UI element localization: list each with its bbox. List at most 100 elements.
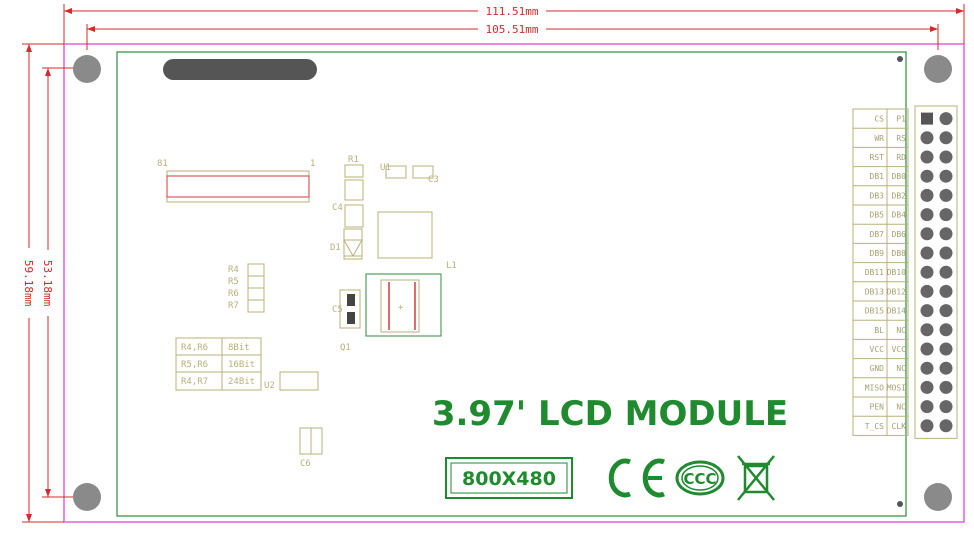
fpc-pin-1-label: 1: [310, 159, 315, 169]
pin: [939, 400, 953, 414]
silk-r5: R5: [228, 277, 239, 287]
pin-label-even: DB8: [892, 249, 907, 258]
svg-text:+: +: [398, 303, 404, 313]
res-table-value-3: R4,R7: [181, 377, 208, 387]
pin-label-even: CLK: [892, 422, 907, 431]
silk-r6: R6: [228, 289, 239, 299]
fpc-connector: 81 1: [157, 159, 315, 203]
dimension-outer-height: 59.18mm: [22, 43, 64, 523]
pin: [939, 246, 953, 260]
res-table-mode-3: 24Bit: [228, 377, 255, 387]
dimension-outer-width-label: 111.51mm: [486, 5, 539, 18]
dimension-inner-height: 53.18mm: [41, 67, 84, 498]
pin: [939, 323, 953, 337]
pin: [939, 361, 953, 375]
pin: [920, 361, 934, 375]
module-outline: [63, 43, 965, 523]
pin-label-even: P1: [896, 115, 906, 124]
pin-label-even: DB0: [892, 172, 907, 181]
pin-1-square: [921, 112, 933, 125]
pin: [920, 419, 934, 433]
pin-label-even: NC: [896, 326, 906, 335]
dimension-outer-height-label: 59.18mm: [22, 260, 35, 307]
pin-label-even: RS: [896, 134, 906, 143]
weee-bin-icon: [737, 455, 775, 501]
mount-hole-top-left: [73, 55, 101, 83]
pin: [939, 419, 953, 433]
pin-label-odd: DB5: [870, 211, 885, 220]
svg-text:CCC: CCC: [683, 470, 716, 488]
pin: [939, 304, 953, 318]
pin: [920, 323, 934, 337]
pin-label-odd: CS: [874, 115, 884, 124]
res-table-value-2: R5,R6: [181, 360, 208, 370]
pin: [920, 380, 934, 394]
res-table-mode-2: 16Bit: [228, 360, 255, 370]
pin-label-odd: VCC: [870, 345, 885, 354]
pin: [920, 150, 934, 164]
pin: [920, 188, 934, 202]
silk-q1: Q1: [340, 343, 351, 353]
pin-label-odd: WR: [874, 134, 884, 143]
mount-hole-bottom-right: [924, 483, 952, 511]
pin-label-odd: DB1: [870, 172, 885, 181]
res-table-mode-1: 8Bit: [228, 343, 250, 353]
resistor-config-table: 8Bit R4,R6 16Bit R5,R6 24Bit R4,R7: [175, 337, 262, 391]
pin: [939, 265, 953, 279]
components-cluster: [247, 164, 434, 455]
pin-label-even: DB12: [887, 287, 906, 296]
pin: [920, 227, 934, 241]
pin-header-outline: [914, 105, 958, 439]
pin-label-odd: PEN: [870, 403, 885, 412]
silk-c5: C5: [332, 305, 343, 315]
fiducial-bottom: [897, 501, 903, 507]
silk-d1: D1: [330, 243, 341, 253]
dimension-outer-width: 111.51mm: [63, 4, 965, 44]
pin-label-odd: MISO: [865, 383, 884, 392]
mount-hole-bottom-left: [73, 483, 101, 511]
pin-label-odd: DB3: [870, 191, 885, 200]
pin-label-odd: DB15: [865, 307, 884, 316]
pin: [939, 131, 953, 145]
silk-u2: U2: [264, 381, 275, 391]
pin-label-even: RD: [896, 153, 906, 162]
ce-mark: [608, 458, 665, 498]
pin-label-even: NC: [896, 403, 906, 412]
pin-label-even: DB6: [892, 230, 907, 239]
pin-label-odd: DB7: [870, 230, 885, 239]
pin-label-odd: BL: [874, 326, 884, 335]
mount-hole-top-right: [924, 55, 952, 83]
pin: [920, 304, 934, 318]
pin: [939, 342, 953, 356]
fiducial-top: [897, 56, 903, 62]
pin: [920, 342, 934, 356]
pin-label-even: NC: [896, 364, 906, 373]
resolution-label: 800X480: [462, 468, 556, 490]
pin: [939, 188, 953, 202]
pin: [939, 169, 953, 183]
pin-label-even: VCC: [892, 345, 907, 354]
silk-l1: L1: [446, 261, 457, 271]
silk-r7: R7: [228, 301, 239, 311]
dimension-inner-height-label: 53.18mm: [41, 260, 54, 307]
dimension-inner-width-label: 105.51mm: [486, 23, 539, 36]
pin: [939, 112, 953, 126]
silk-c3: C3: [428, 175, 439, 185]
pin: [939, 380, 953, 394]
fpc-pin-81-label: 81: [157, 159, 168, 169]
pin-label-odd: DB11: [865, 268, 884, 277]
silk-c6: C6: [300, 459, 311, 469]
pin-label-odd: GND: [870, 364, 885, 373]
pin: [939, 227, 953, 241]
dimension-inner-width: 105.51mm: [86, 23, 939, 50]
pin: [920, 284, 934, 298]
silk-r4: R4: [228, 265, 239, 275]
pin: [920, 169, 934, 183]
pcb-outline: [116, 51, 907, 517]
pin: [920, 246, 934, 260]
pin: [920, 400, 934, 414]
pin: [939, 284, 953, 298]
